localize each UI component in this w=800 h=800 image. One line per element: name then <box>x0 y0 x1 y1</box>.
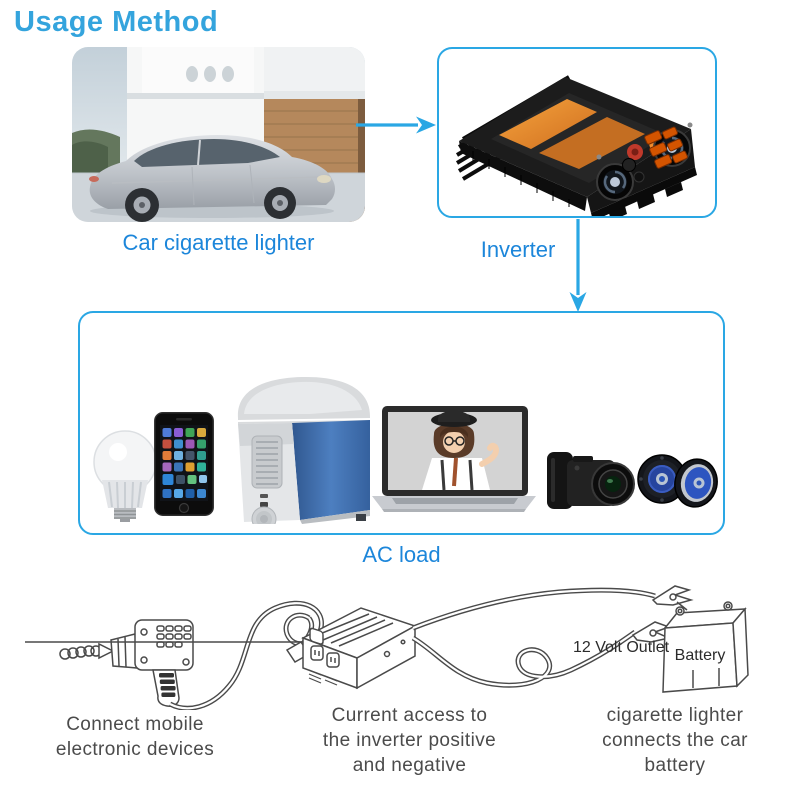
inverter-photo <box>455 75 697 216</box>
caption-cigarette-lighter: cigarette lighter connects the car batte… <box>602 705 748 777</box>
laptop-image <box>372 406 536 512</box>
inverter-drawing <box>25 607 417 690</box>
battery-drawing <box>662 601 749 693</box>
car-fridge-image <box>237 376 371 524</box>
wiring-diagram: 12 Volt Outlet Battery <box>25 585 749 710</box>
battery-label: Battery <box>675 647 726 664</box>
inverter-label: Inverter <box>480 237 556 262</box>
right-arrow-icon <box>356 116 436 134</box>
alligator-clip-icon <box>631 621 672 643</box>
caption-connect-devices: Connect mobile electronic devices <box>55 714 215 761</box>
down-arrow-icon <box>569 219 587 312</box>
ac-outlet-icons <box>644 126 688 169</box>
car-scene-image <box>72 47 365 222</box>
car-label: Car cigarette lighter <box>122 230 315 255</box>
ac-load-panel <box>78 311 725 535</box>
car-photo <box>72 47 365 222</box>
outlet-label: 12 Volt Outlet <box>573 639 670 656</box>
page-title: Usage Method <box>14 6 219 38</box>
battery-cables-drawing <box>411 585 694 688</box>
inverter-panel <box>437 47 717 218</box>
ac-load-label: AC load <box>362 542 441 567</box>
woman-portrait <box>422 410 500 491</box>
caption-current-access: Current access to the inverter positive … <box>322 705 497 777</box>
alligator-clip-icon <box>651 585 694 611</box>
sedan-car <box>89 135 335 222</box>
smartphone-image <box>154 412 214 516</box>
cooling-fan-icon <box>596 163 634 201</box>
speakers-image <box>637 454 718 508</box>
drill-drawing <box>59 619 194 707</box>
camera-image <box>547 452 635 509</box>
light-bulb-image <box>93 430 157 522</box>
